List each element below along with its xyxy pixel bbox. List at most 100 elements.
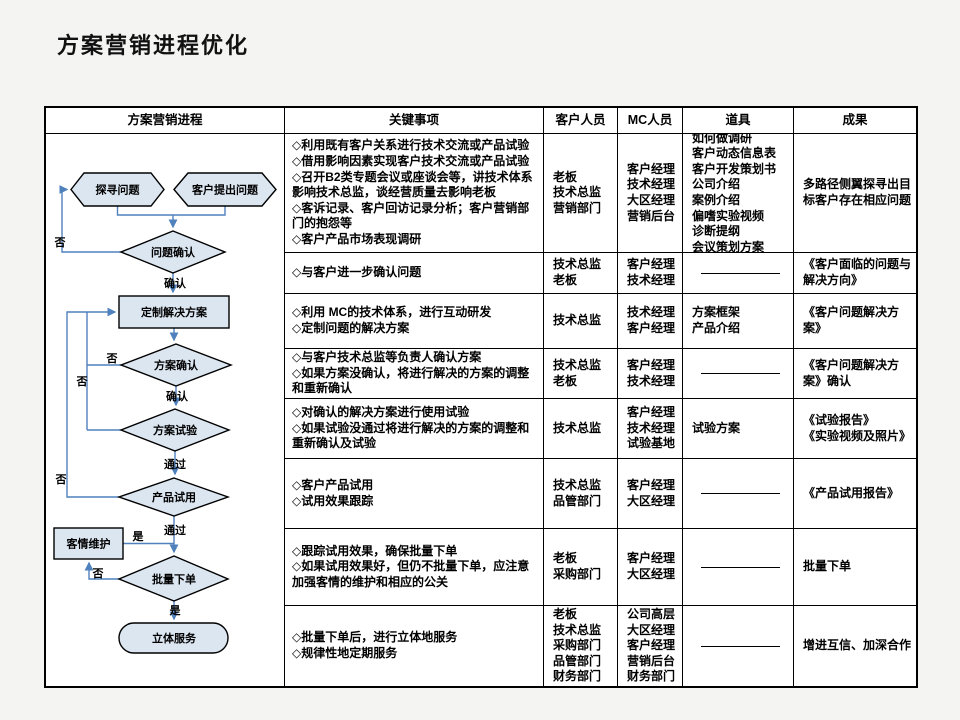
table-row-8-mc: 公司高层 大区经理 客户经理 营销后台 财务部门 [618,606,683,686]
flow-label-problem-confirm: 问题确认 [151,245,196,259]
table-row-2-key-items: ◇与客户进一步确认问题 [285,253,544,294]
key-items-text: ◇客户产品试用 ◇试用效果跟踪 [292,477,374,508]
edge-label-no-1: 否 [54,236,66,249]
table-row-5-key-items: ◇对确认的解决方案进行使用试验 ◇如果试验没通过将进行解决的方案的调整和重新确认… [285,399,544,459]
key-items-text: ◇与客户进一步确认问题 [292,265,422,280]
table-row-4-mc: 客户经理 技术经理 [618,349,683,399]
table-row-3-result: 《客户问题解决方案》 [794,294,916,349]
process-flowchart: 探寻问题 客户提出问题 问题确认 定制解决方案 方案确认 方案试验 产品试用 客… [53,172,277,654]
col-header-mc: MC人员 [618,108,683,134]
table-row-1-props: 如何做调研 客户动态信息表 客户开发策划书 公司介绍 案例介绍 偏嗜实验视频 诊… [683,134,794,253]
table-row-7-key-items: ◇跟踪试用效果，确保批量下单 ◇如果试用效果好，但仍不批量下单，应注意加强客情的… [285,529,544,606]
flow-label-customer-raise: 客户提出问题 [191,183,259,197]
flow-label-relation-maintain: 客情维护 [66,537,111,551]
key-items-text: ◇与客户技术总监等负责人确认方案 ◇如果方案没确认，将进行解决的方案的调整和重新… [292,350,530,396]
edge-label-pass-1: 通过 [164,457,186,471]
edge-label-yes-side: 是 [132,530,145,543]
flow-label-custom-solution: 定制解决方案 [141,305,208,319]
edge-label-no-5: 否 [92,567,104,580]
result-text: 《客户问题解决方案》确认 [803,357,900,388]
table-row-2-mc: 客户经理 技术经理 [618,253,683,294]
table-row-5-mc: 客户经理 技术经理 试验基地 [618,399,683,459]
table-row-8-result: 增进互信、加深合作 [794,606,916,686]
props-text: 试验方案 [692,420,741,435]
mc-text: 客户经理 技术经理 [627,257,676,287]
table-row-1-mc: 客户经理 技术经理 大区经理 营销后台 [618,134,683,253]
table-row-3-props: 方案框架 产品介绍 [683,294,794,349]
props-placeholder-line [700,566,781,568]
col-header-customer: 客户人员 [544,108,618,134]
flow-node-relation-maintain [53,527,124,560]
table-row-2-customer: 技术总监 老板 [544,253,618,294]
flowchart-cell: 探寻问题 客户提出问题 问题确认 定制解决方案 方案确认 方案试验 产品试用 客… [46,134,285,686]
col-header-key-items: 关键事项 [285,108,544,134]
table-row-4-key-items: ◇与客户技术总监等负责人确认方案 ◇如果方案没确认，将进行解决的方案的调整和重新… [285,349,544,399]
flow-node-explore-problem [70,172,165,207]
table-row-4-props [683,349,794,399]
flow-decision-solution-confirm [119,343,233,387]
process-table: 方案营销进程 关键事项 客户人员 MC人员 道具 成果 [44,106,918,688]
result-text: 《客户面临的问题与解决方向》 [803,257,912,287]
flow-label-solution-test: 方案试验 [153,423,198,437]
key-items-text: ◇利用既有客户关系进行技术交流或产品试验 ◇借用影响因素实现客户技术交流或产品试… [292,138,533,246]
table-row-1-customer: 老板 技术总监 营销部门 [544,134,618,253]
props-placeholder-line [700,272,781,274]
result-text: 《客户问题解决方案》 [803,305,900,335]
table-row-8-customer: 老板 技术总监 采购部门 品管部门 财务部门 [544,606,618,686]
edge-label-no-2: 否 [106,352,118,365]
result-text: 增进互信、加深合作 [803,638,912,653]
result-text: 多路径侧翼探寻出目标客户存在相应问题 [803,177,912,207]
table-row-6-props [683,459,794,529]
connector-lines [59,184,226,621]
table-row-7-result: 批量下单 [794,529,916,606]
table-row-4-result: 《客户问题解决方案》确认 [794,349,916,399]
col-header-props: 道具 [683,108,794,134]
key-items-text: ◇批量下单后，进行立体地服务 ◇规律性地定期服务 [292,630,458,660]
flow-label-solution-confirm: 方案确认 [154,358,199,372]
table-row-7-mc: 客户经理 大区经理 [618,529,683,606]
flow-decision-problem-confirm [119,230,227,274]
flow-node-customer-raise-problem [173,172,277,207]
customer-text: 老板 技术总监 营销部门 [553,169,602,215]
table-row-2-result: 《客户面临的问题与解决方向》 [794,253,916,294]
page-title: 方案营销进程优化 [57,33,250,58]
customer-text: 技术总监 品管部门 [553,477,602,508]
flow-node-custom-solution [118,295,230,329]
table-row-8-key-items: ◇批量下单后，进行立体地服务 ◇规律性地定期服务 [285,606,544,686]
mc-text: 客户经理 技术经理 [627,357,676,388]
key-items-text: ◇跟踪试用效果，确保批量下单 ◇如果试用效果好，但仍不批量下单，应注意加强客情的… [292,543,530,589]
flow-decision-solution-test [119,408,231,452]
table-row-6-mc: 客户经理 大区经理 [618,459,683,529]
customer-text: 老板 技术总监 采购部门 品管部门 财务部门 [553,607,602,684]
table-row-6-customer: 技术总监 品管部门 [544,459,618,529]
customer-text: 技术总监 [553,420,602,435]
col-header-result: 成果 [794,108,916,134]
props-placeholder-line [700,493,781,494]
result-text: 《产品试用报告》 [803,485,900,500]
edge-label-confirm-2: 确认 [166,389,189,403]
table-row-6-key-items: ◇客户产品试用 ◇试用效果跟踪 [285,459,544,529]
edge-label-no-3: 否 [76,375,88,388]
result-text: 《试验报告》 《实验视频及照片》 [803,412,912,443]
customer-text: 技术总监 老板 [553,357,602,388]
props-placeholder-line [700,645,781,647]
mc-text: 客户经理 大区经理 [627,477,676,508]
key-items-text: ◇利用 MC的技术体系，进行互动研发 ◇定制问题的解决方案 [292,305,492,335]
mc-text: 公司高层 大区经理 客户经理 营销后台 财务部门 [627,607,676,684]
table-row-5-result: 《试验报告》 《实验视频及照片》 [794,399,916,459]
props-text: 如何做调研 客户动态信息表 客户开发策划书 公司介绍 案例介绍 偏嗜实验视频 诊… [692,134,777,253]
table-row-6-result: 《产品试用报告》 [794,459,916,529]
edge-label-confirm-1: 确认 [164,276,187,290]
flow-label-explore: 探寻问题 [96,183,141,197]
table-row-3-mc: 技术经理 客户经理 [618,294,683,349]
table-row-7-props [683,529,794,606]
flow-label-batch-order: 批量下单 [152,572,196,586]
flow-node-stereo-service [118,622,229,654]
props-text: 方案框架 产品介绍 [692,305,741,335]
customer-text: 老板 采购部门 [553,551,602,581]
mc-text: 技术经理 客户经理 [627,305,676,335]
flow-label-stereo-service: 立体服务 [152,631,197,645]
result-text: 批量下单 [803,559,852,574]
mc-text: 客户经理 技术经理 试验基地 [627,405,676,451]
table-row-2-props [683,253,794,294]
